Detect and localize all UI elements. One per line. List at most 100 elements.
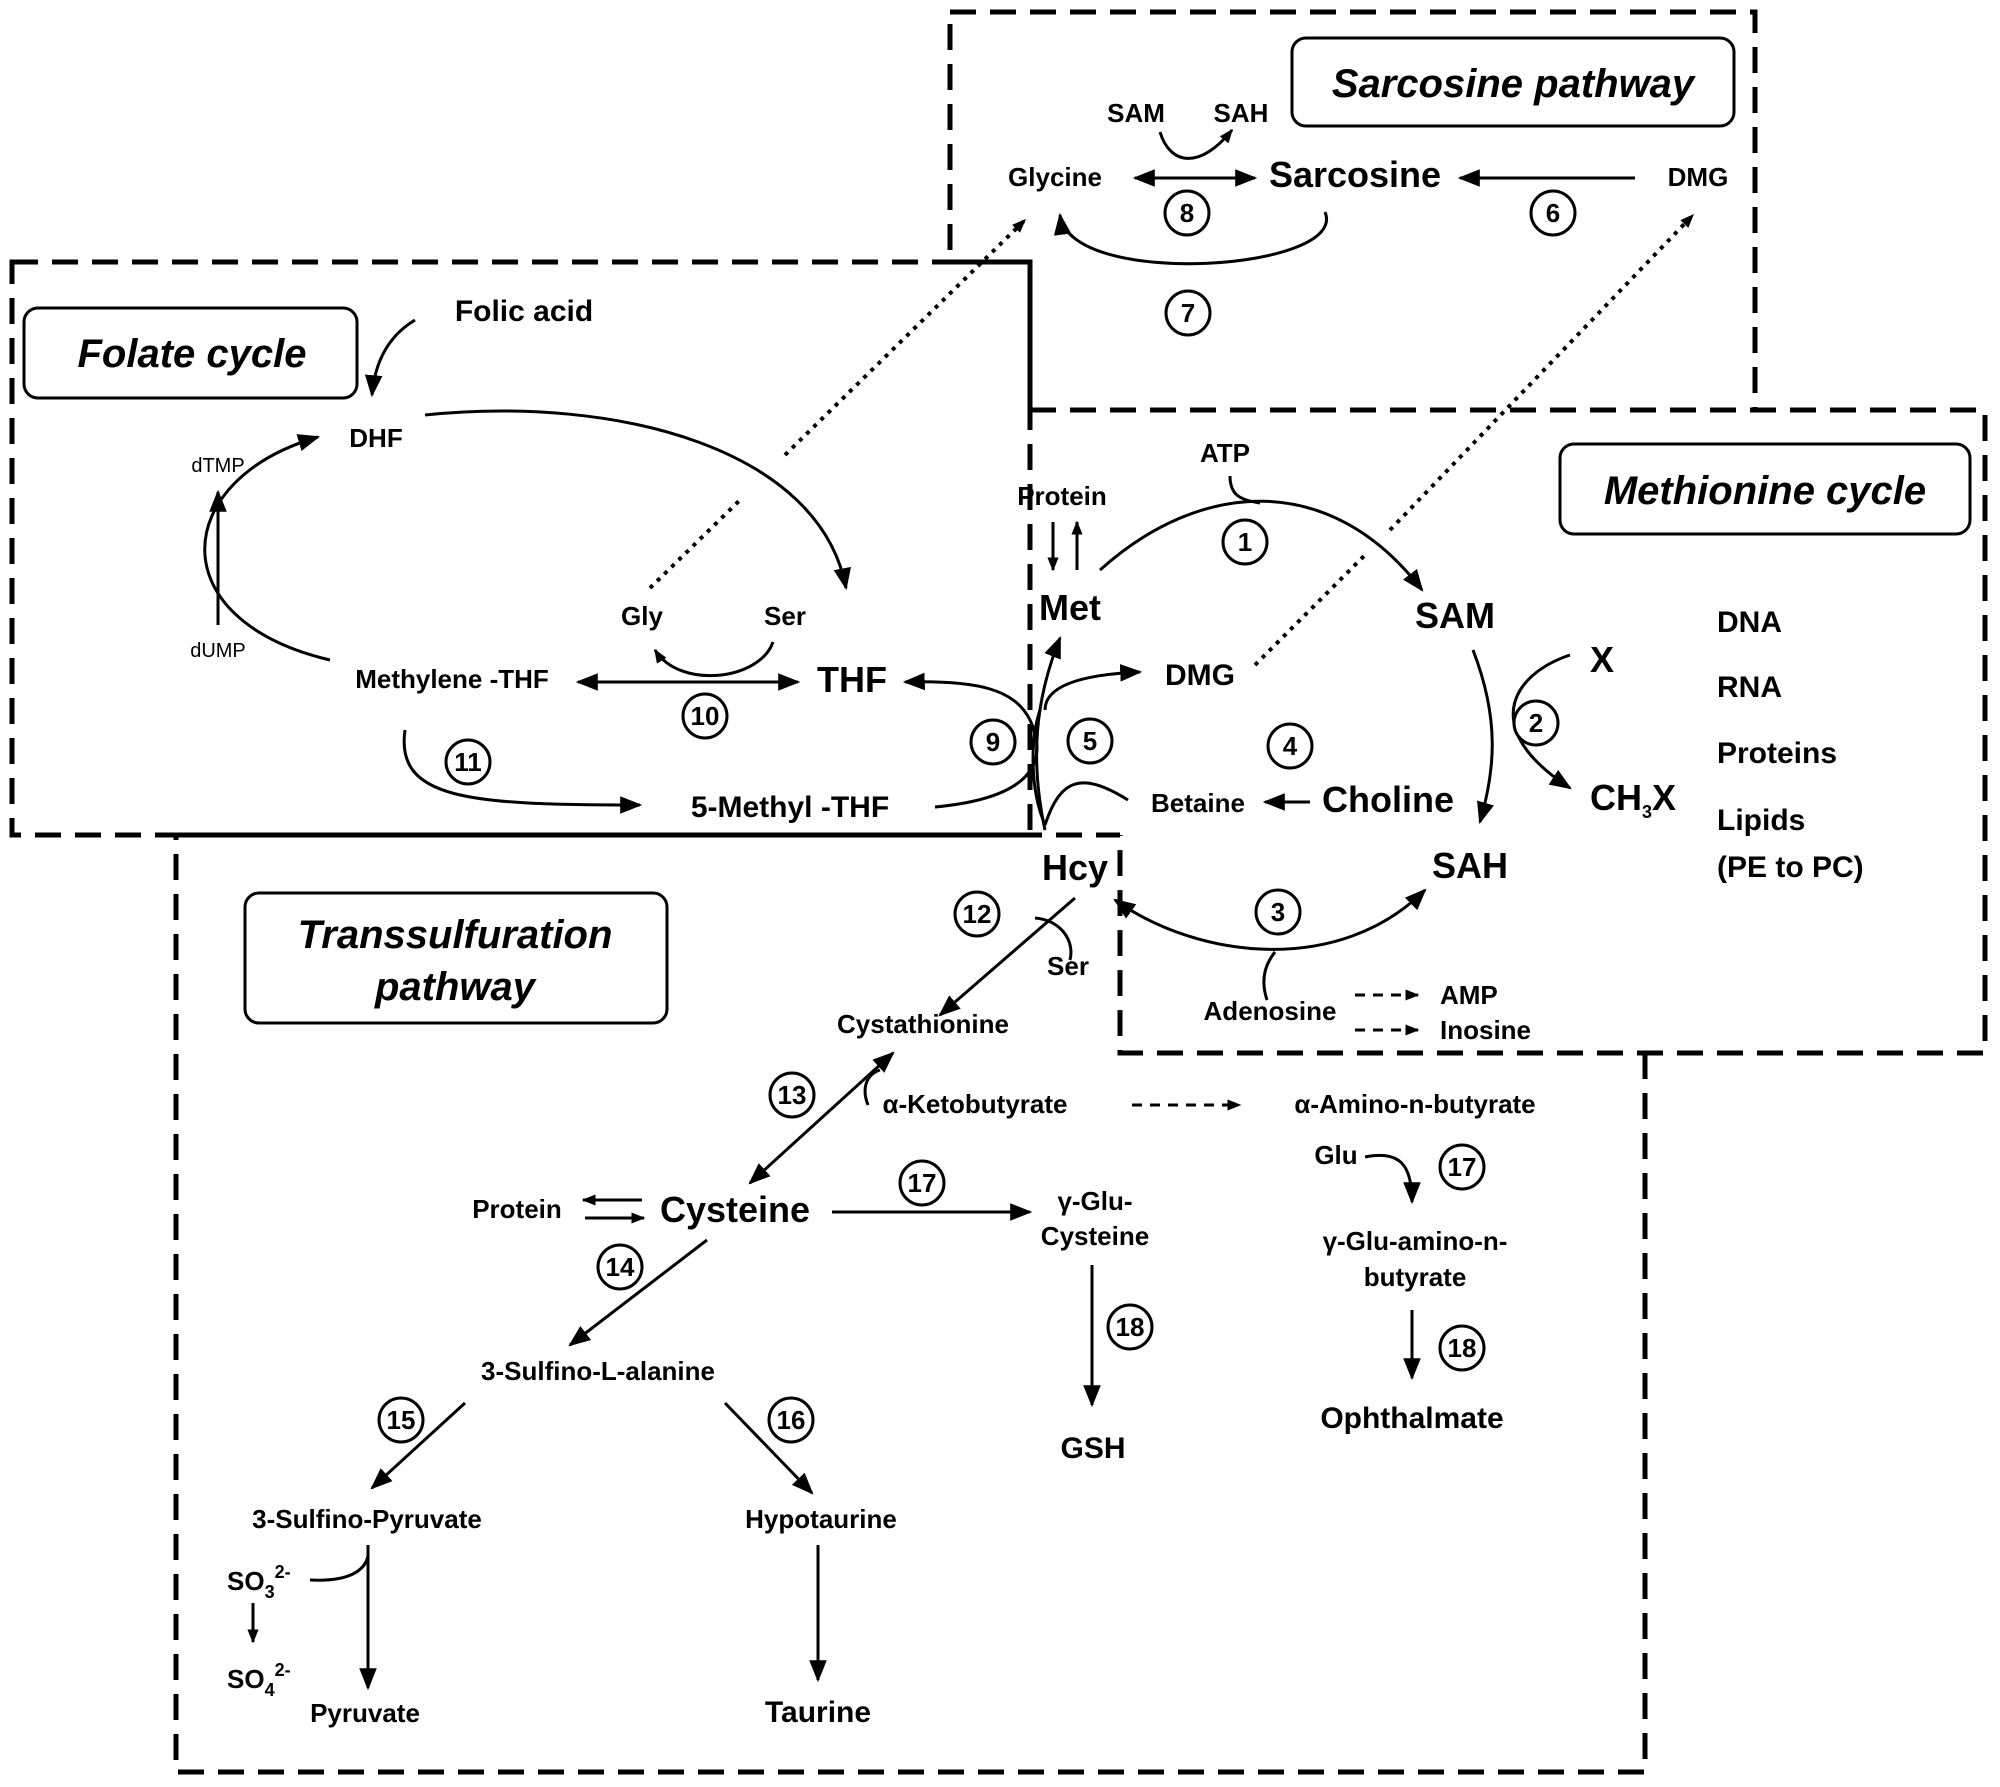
enzyme-number-8: 8 <box>1180 198 1194 228</box>
enzyme-number-13: 13 <box>778 1080 807 1110</box>
gly-dotted-link-lower <box>648 498 742 590</box>
enzyme-number-1: 1 <box>1238 527 1252 557</box>
sah-cofactor-label: SAH <box>1214 98 1269 128</box>
methionine-title-box <box>1558 442 1972 536</box>
sulfinoalanine-to-hypotaurine-arrow <box>723 1401 814 1495</box>
betaine-node: Betaine <box>1151 788 1245 818</box>
folic-acid-to-dhf-arrow <box>364 318 416 398</box>
methylene-thf-to-methyl-thf-arrow <box>402 729 643 814</box>
enzyme-circle-10 <box>681 692 729 740</box>
protein-cys-label: Protein <box>472 1194 562 1224</box>
enzyme-number-9: 9 <box>986 727 1000 757</box>
sam-to-sah-arrow <box>1471 649 1494 825</box>
dna-target: DNA <box>1717 606 1782 639</box>
atp-input-arc <box>1228 475 1261 505</box>
met-node: Met <box>1039 587 1101 628</box>
methionine-region-box <box>1030 407 1988 1056</box>
dump-label: dUMP <box>190 640 246 662</box>
so4-text: SO <box>227 1664 265 1694</box>
enzyme-circle-14 <box>596 1243 644 1291</box>
sarcosine-region-box <box>947 9 1758 410</box>
so4-subscript: 4 <box>265 1680 275 1700</box>
transsulfuration-region-box <box>173 832 1648 1775</box>
enzyme-number-7: 7 <box>1181 298 1195 328</box>
gsh-node: GSH <box>1060 1432 1125 1465</box>
aminobutyrate-node: α-Amino-n-butyrate <box>1294 1089 1535 1119</box>
dhf-node: DHF <box>349 423 402 453</box>
ser-to-gly-arrow <box>653 641 775 678</box>
x-to-ch3x-arrow <box>1511 653 1572 790</box>
enzyme-number-16: 16 <box>777 1405 806 1435</box>
sah-hcy-arrow <box>1113 888 1427 951</box>
dmg-dotted-link-upper <box>1388 213 1695 532</box>
ser-label: Ser <box>764 601 806 631</box>
methyl-thf-node: 5-Methyl -THF <box>691 791 889 824</box>
gly-dotted-link-upper <box>783 218 1027 457</box>
inosine-label: Inosine <box>1440 1015 1531 1045</box>
taurine-node: Taurine <box>765 1696 871 1729</box>
enzyme-number-18: 18 <box>1448 1333 1477 1363</box>
hypotaurine-node: Hypotaurine <box>745 1504 897 1534</box>
ophthalmate-node: Ophthalmate <box>1320 1402 1503 1435</box>
folic-acid-node: Folic acid <box>455 295 593 328</box>
enzyme-number-14: 14 <box>606 1252 635 1282</box>
proteins-target: Proteins <box>1717 737 1837 770</box>
enzyme-number-3: 3 <box>1271 897 1285 927</box>
so3-branch <box>309 1555 370 1582</box>
aminobutyrate-to-gglu-ab-arrow <box>1364 1153 1421 1205</box>
enzyme-circle-5 <box>1066 717 1114 765</box>
rna-target: RNA <box>1717 671 1782 704</box>
choline-node: Choline <box>1322 779 1454 820</box>
dhf-to-thf-arrow <box>424 409 851 591</box>
sam-to-sah-arrow <box>1158 128 1234 160</box>
adenosine-branch <box>1262 951 1277 1001</box>
methionine-cycle-title: Methionine cycle <box>1604 469 1926 513</box>
sarcosine-node: Sarcosine <box>1269 154 1441 195</box>
folate-region-box <box>9 259 1033 838</box>
enzyme-number-5: 5 <box>1083 726 1097 756</box>
gly-label: Gly <box>621 601 663 631</box>
so3-label: SO32- <box>227 1562 291 1602</box>
hcy-to-cystathionine-arrow <box>938 896 1076 1017</box>
lipids-target: Lipids <box>1717 804 1805 837</box>
enzyme-number-17: 17 <box>908 1168 937 1198</box>
cysteine-node: Cysteine <box>660 1189 810 1230</box>
glu-label: Glu <box>1314 1140 1357 1170</box>
enzyme-circle-13 <box>768 1071 816 1119</box>
met-to-sam-arrow <box>1098 499 1424 592</box>
ch3x-end-text: X <box>1652 777 1676 818</box>
enzyme-circle-3 <box>1254 888 1302 936</box>
so3-subscript: 3 <box>265 1582 275 1602</box>
enzyme-number-17: 17 <box>1448 1152 1477 1182</box>
so3-text: SO <box>227 1566 265 1596</box>
dtmp-label: dTMP <box>191 455 244 477</box>
enzyme-circle-17 <box>1438 1143 1486 1191</box>
sarcosine-to-glycine-arrow <box>1053 211 1329 266</box>
enzyme-number-6: 6 <box>1546 198 1560 228</box>
enzyme-circle-6 <box>1529 189 1577 237</box>
dmg-dotted-link-lower <box>1253 553 1367 667</box>
cysteine-to-sulfinoalanine-arrow <box>568 1238 708 1347</box>
ketobutyrate-node: α-Ketobutyrate <box>883 1089 1068 1119</box>
hcy-node: Hcy <box>1042 847 1108 888</box>
so4-superscript: 2- <box>275 1660 291 1680</box>
sah-node: SAH <box>1432 845 1508 886</box>
hcy-to-met-arrow <box>1035 635 1062 831</box>
enzyme-number-2: 2 <box>1529 708 1543 738</box>
sarcosine-title-box <box>1290 36 1736 128</box>
enzyme-circle-17 <box>898 1159 946 1207</box>
transsulfuration-title-line1: Transsulfuration <box>298 913 613 957</box>
glycine-node: Glycine <box>1008 162 1102 192</box>
enzyme-circle-9 <box>969 718 1017 766</box>
sulfinoalanine-to-sulfinopyruvate-arrow <box>370 1401 467 1490</box>
enzyme-circle-16 <box>767 1396 815 1444</box>
so3-superscript: 2- <box>275 1562 291 1582</box>
enzyme-number-10: 10 <box>691 701 720 731</box>
folate-title-box <box>22 306 359 400</box>
methylene-thf-node: Methylene -THF <box>355 664 549 694</box>
enzyme-circle-2 <box>1512 699 1560 747</box>
betaine-to-dmg-arrow <box>1043 664 1143 711</box>
transsulfuration-title-box <box>243 891 669 1025</box>
